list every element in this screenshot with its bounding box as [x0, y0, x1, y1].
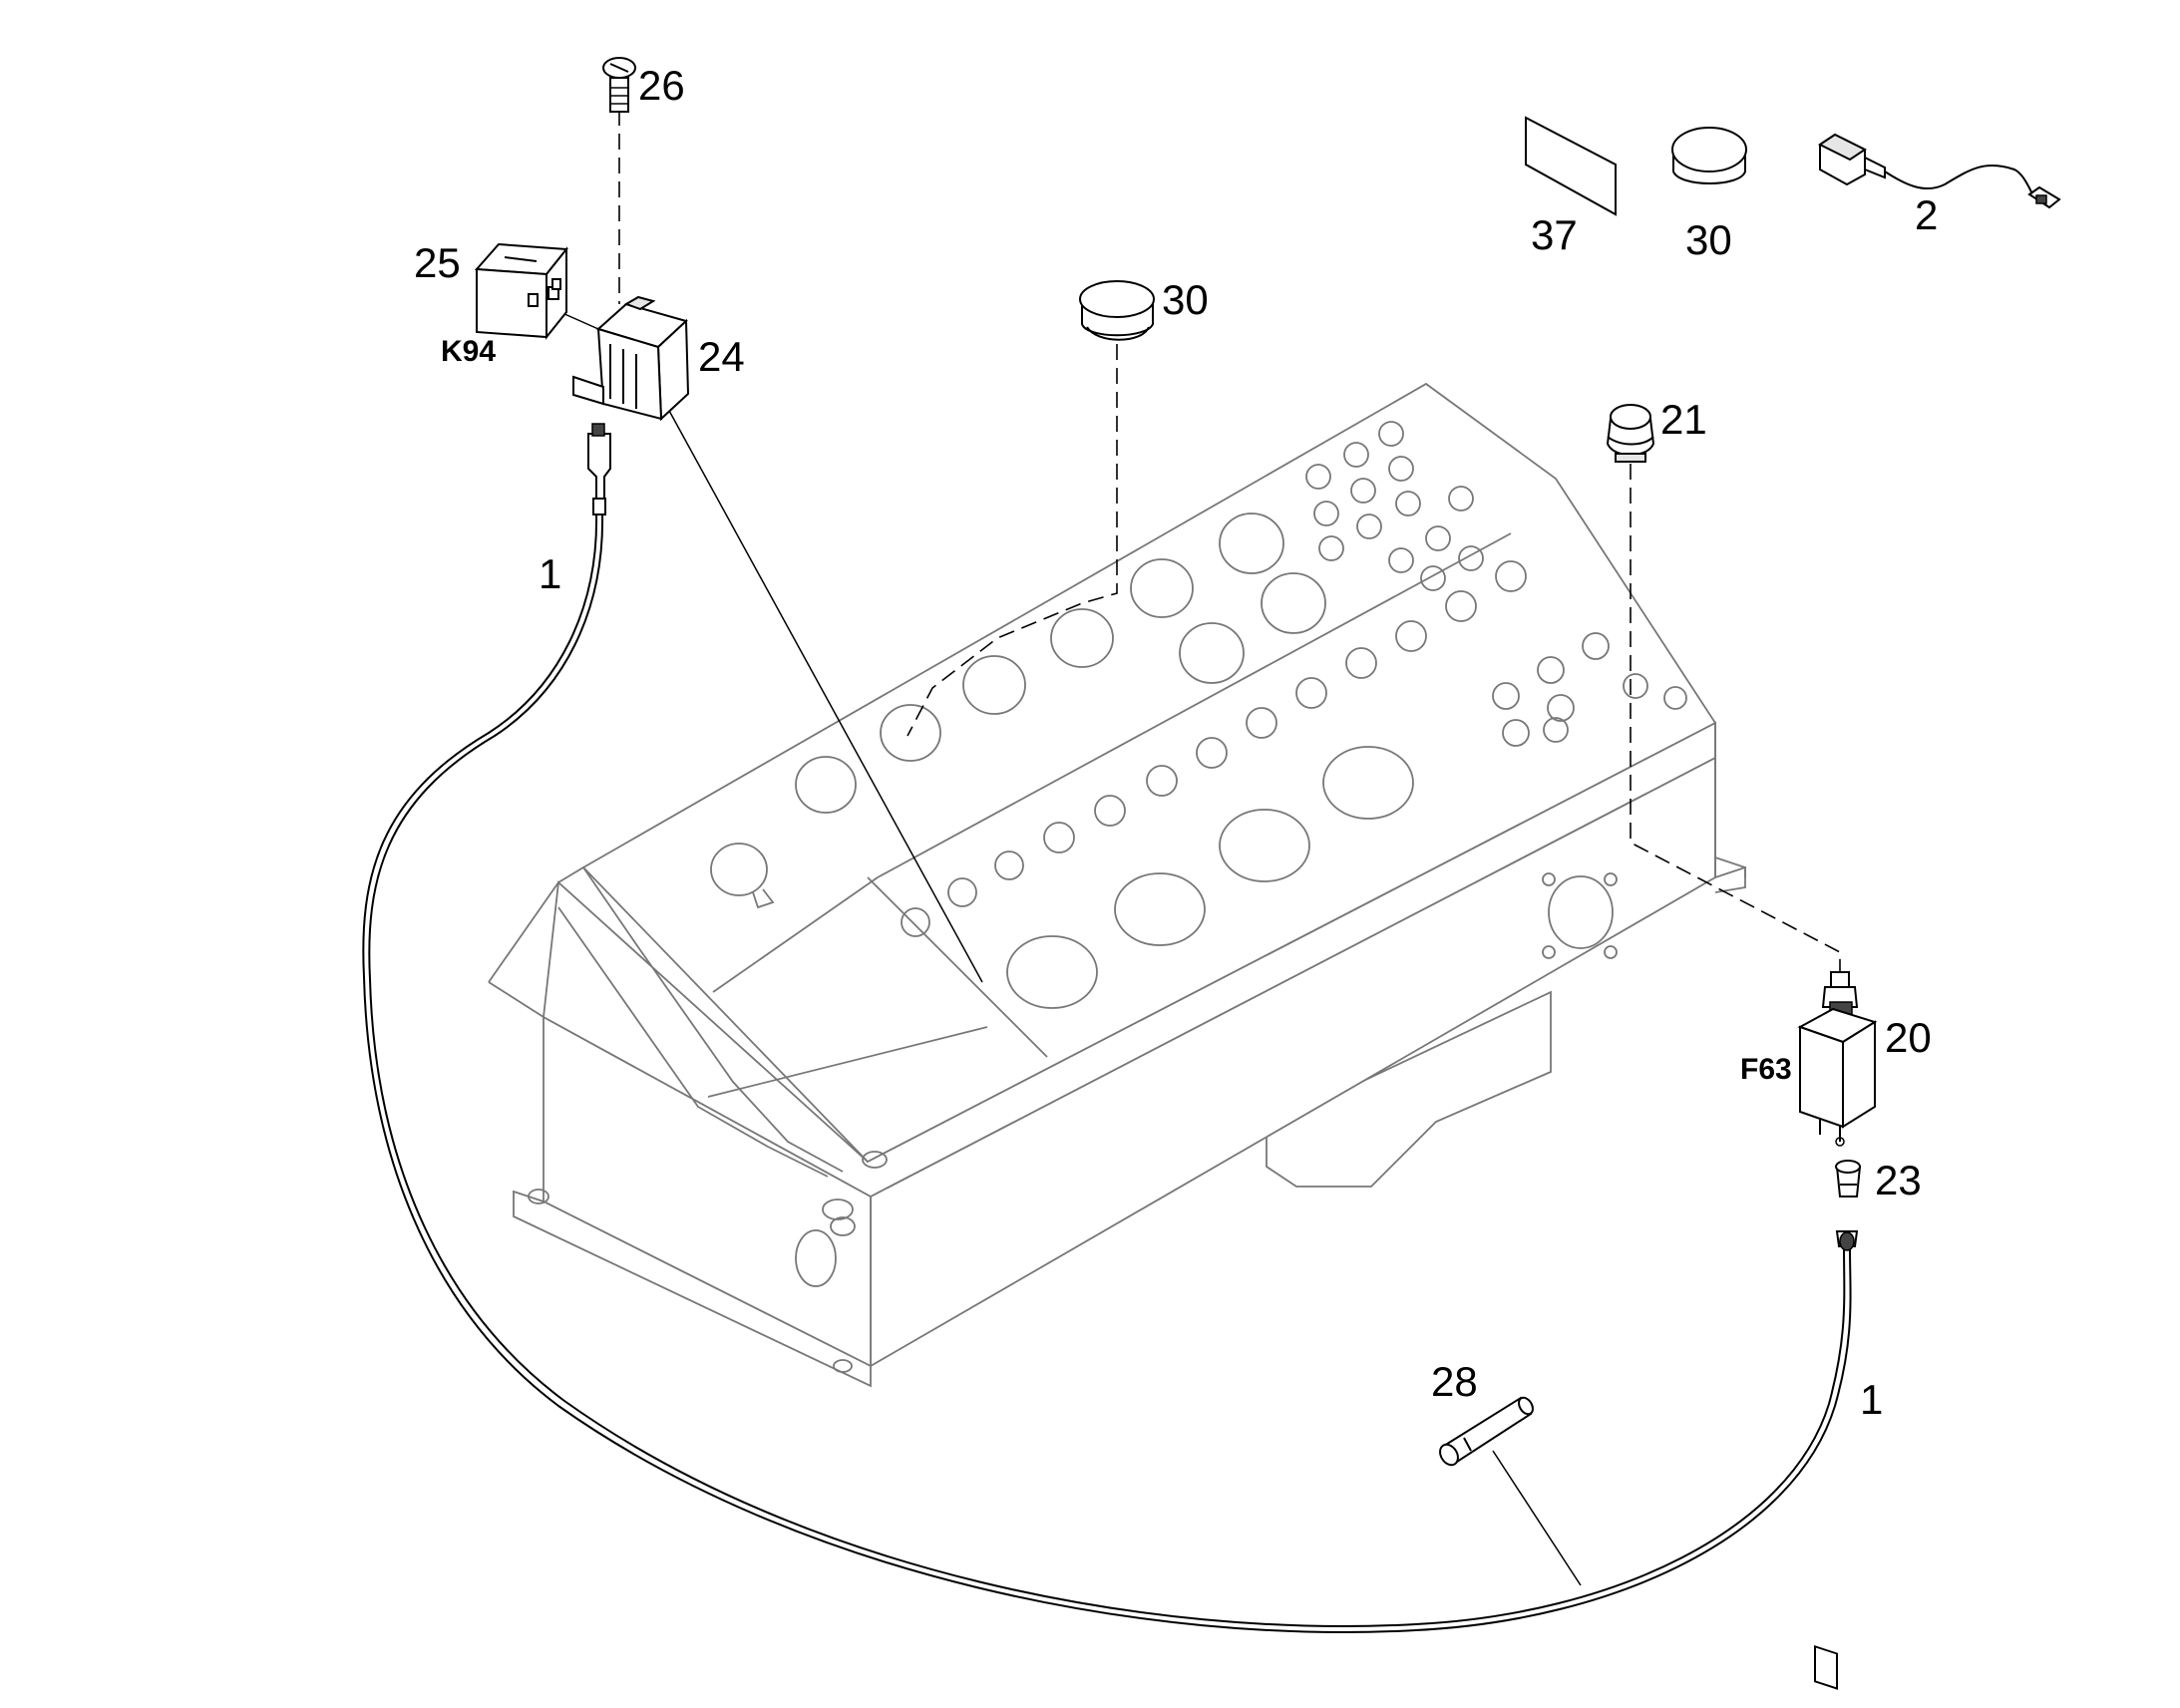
callout-30-main: 30	[1162, 276, 1209, 323]
callout-26: 26	[638, 62, 685, 109]
connector-cable-2	[1818, 133, 2061, 209]
cable-1	[362, 512, 1852, 1633]
callout-24: 24	[698, 333, 745, 380]
fuse-28	[1439, 1396, 1534, 1467]
breaker-20	[1797, 971, 1878, 1690]
callout-37: 37	[1531, 211, 1578, 258]
callout-30-legend: 30	[1685, 216, 1732, 263]
relay-25	[474, 242, 568, 340]
nut-23	[1835, 1160, 1862, 1197]
instrument-panel-housing	[488, 382, 1746, 1388]
plug-30-legend	[1671, 127, 1747, 184]
relay-holder-24	[572, 295, 690, 422]
callout-labels: 26 25 K94 24 30 21 1 37 30 2 20 F63 23 2…	[414, 62, 1938, 1423]
screw-26	[602, 57, 636, 113]
callout-2: 2	[1915, 191, 1938, 238]
callout-21: 21	[1660, 396, 1707, 443]
ref-breaker: F63	[1740, 1053, 1792, 1086]
plug-30-main	[1079, 280, 1155, 341]
callout-23: 23	[1875, 1157, 1922, 1203]
callout-1-left: 1	[539, 550, 561, 597]
cable-terminal-bottom	[1835, 1230, 1859, 1251]
cable-terminal-top	[587, 423, 611, 515]
leader-lines	[552, 110, 1841, 1586]
cap-21	[1606, 404, 1655, 463]
callout-25: 25	[414, 239, 461, 286]
callout-1-right: 1	[1860, 1376, 1883, 1423]
callout-20: 20	[1885, 1014, 1932, 1061]
ref-relay: K94	[441, 335, 496, 368]
callout-28: 28	[1431, 1358, 1478, 1405]
label-37	[1525, 116, 1617, 216]
